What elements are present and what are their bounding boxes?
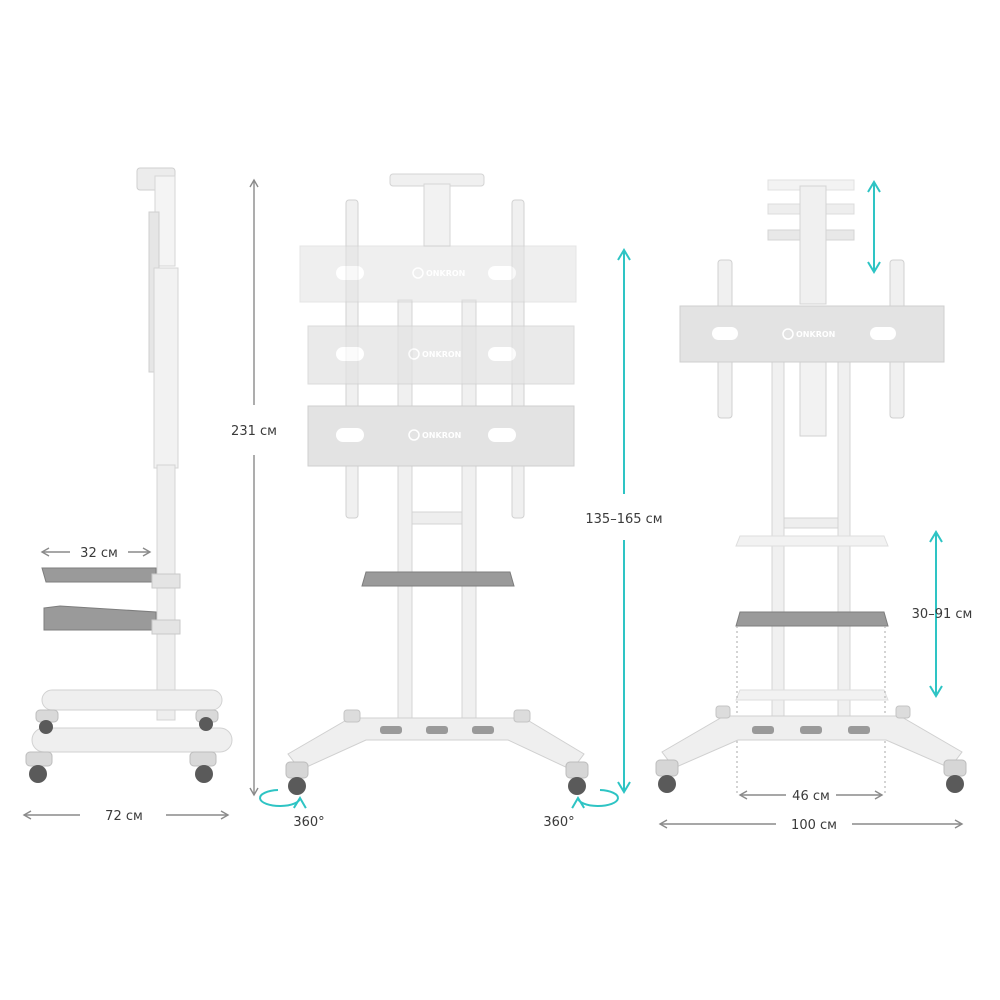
side-view: 32 см 72 см 231 см <box>22 167 277 824</box>
side-lower-shelf <box>43 605 157 631</box>
svg-text:ONKRON: ONKRON <box>422 350 461 359</box>
front-caster-left <box>285 761 309 795</box>
side-lower-shelf-clamp <box>151 619 181 635</box>
front-top-post <box>423 183 451 247</box>
right-shelf-ghost-lower <box>735 689 889 701</box>
svg-text:ONKRON: ONKRON <box>796 330 835 339</box>
side-caster-rear-right <box>195 709 219 731</box>
side-front-leg <box>31 727 233 753</box>
right-top-post <box>799 185 827 305</box>
svg-text:ONKRON: ONKRON <box>422 431 461 440</box>
side-pole-upper <box>153 267 179 469</box>
front-base <box>287 717 585 771</box>
right-base-foot-left <box>715 705 731 719</box>
front-base-slot-middle <box>426 726 448 734</box>
side-upper-shelf <box>41 567 157 583</box>
side-rear-leg <box>41 689 223 711</box>
rotation-arrow-left-icon <box>259 789 307 809</box>
right-base <box>661 715 963 769</box>
side-caster-front-left <box>25 751 53 783</box>
height-range-label: 135–165 см <box>585 512 662 527</box>
base-width-label: 72 см <box>105 809 143 824</box>
side-caster-front-right <box>189 751 217 783</box>
rotation-right-label: 360° <box>543 815 574 830</box>
front-caster-right <box>565 761 589 795</box>
right-view: ONKRON 30–91 см 46 см <box>655 179 973 833</box>
side-pole-lower <box>156 464 176 721</box>
side-upper-shelf-clamp <box>151 573 181 589</box>
front-mount-plate-middle: ONKRON <box>307 325 575 385</box>
front-shelf <box>361 571 515 587</box>
right-base-foot-right <box>895 705 911 719</box>
shelf-height-label: 30–91 см <box>912 607 973 622</box>
right-shelf <box>735 611 889 627</box>
svg-text:ONKRON: ONKRON <box>426 269 465 278</box>
front-base-foot-right <box>513 709 531 723</box>
right-base-slot-middle <box>800 726 822 734</box>
right-caster-right <box>943 759 967 793</box>
front-mount-plate-top: ONKRON <box>299 245 577 303</box>
rotation-arrow-right-icon <box>571 789 619 809</box>
overall-width-label: 100 см <box>791 818 837 833</box>
right-base-slot-right <box>848 726 870 734</box>
right-mount-plate: ONKRON <box>679 305 945 363</box>
front-mount-plate-bottom: ONKRON <box>307 405 575 467</box>
shelf-width-label: 32 см <box>80 546 118 561</box>
front-pole-crossbar <box>411 511 463 525</box>
front-base-foot-left <box>343 709 361 723</box>
front-base-slot-left <box>380 726 402 734</box>
front-base-slot-right <box>472 726 494 734</box>
total-height-label: 231 см <box>231 424 277 439</box>
right-pole-crossbar <box>783 517 839 529</box>
right-base-slot-left <box>752 726 774 734</box>
rotation-left-label: 360° <box>293 815 324 830</box>
shelf-inner-width-label: 46 см <box>792 789 830 804</box>
right-shelf-ghost-upper <box>735 535 889 547</box>
side-caster-rear-left <box>35 709 59 734</box>
right-caster-left <box>655 759 679 793</box>
front-view: ONKRON ONKRON ONKRON <box>259 173 663 830</box>
